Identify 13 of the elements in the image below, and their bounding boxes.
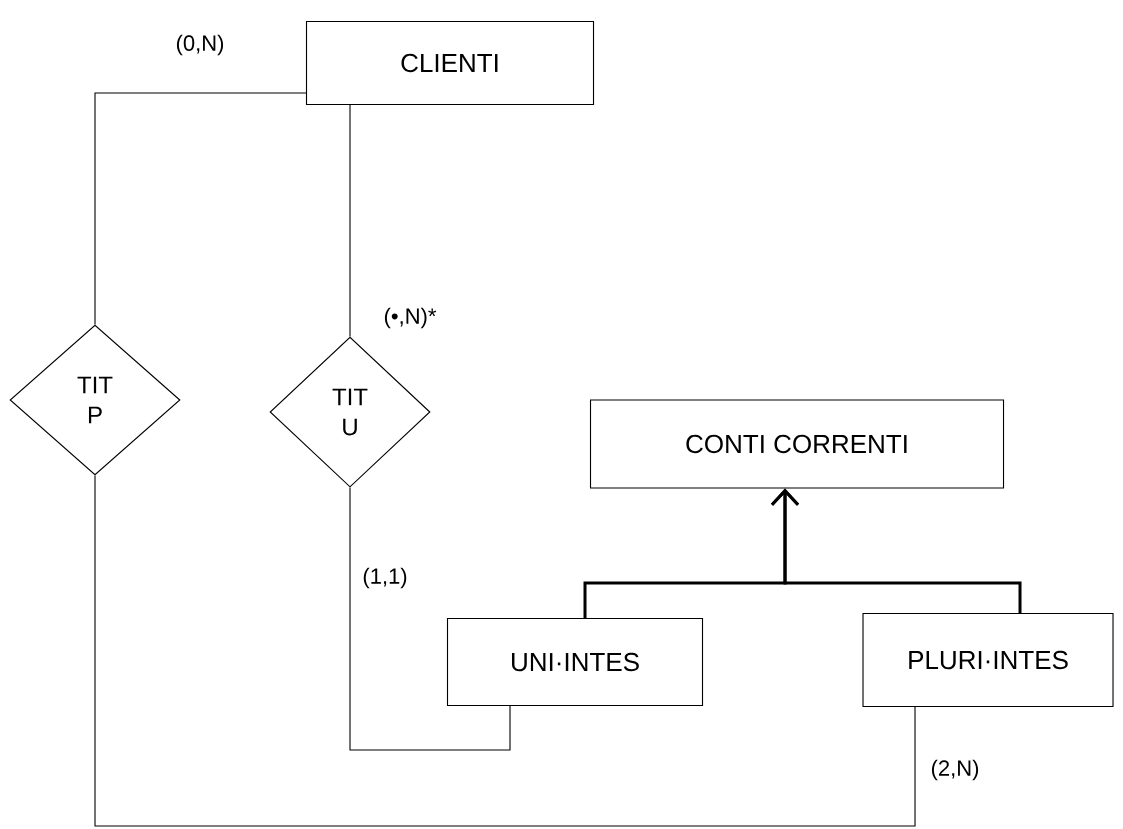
entity-box: UNI·INTES <box>446 617 704 707</box>
entity-box: CONTI CORRENTI <box>589 399 1005 489</box>
connector-line <box>94 92 307 325</box>
entity-box: PLURI·INTES <box>862 612 1114 708</box>
connector-line <box>349 104 351 337</box>
connector-line <box>349 487 511 751</box>
connector-line <box>770 488 1022 613</box>
cardinality-label: (0,N) <box>173 32 227 58</box>
entity-box: CLIENTI <box>305 20 595 106</box>
cardinality-label: (1,1) <box>360 565 410 591</box>
connector-line <box>94 475 916 827</box>
cardinality-label: (2,N) <box>928 757 982 783</box>
cardinality-label: (•,N)* <box>381 305 439 331</box>
